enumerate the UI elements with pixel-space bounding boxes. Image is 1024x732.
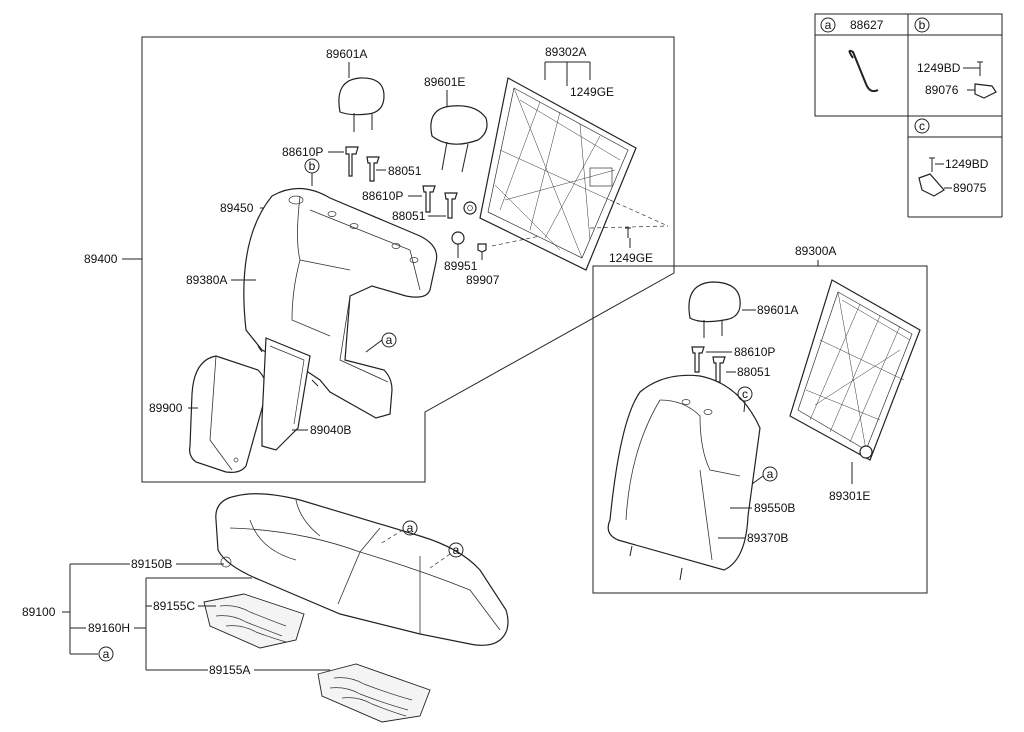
legend-b-1249BD: 1249BD [917, 61, 961, 75]
legend-callout-c: c [919, 119, 925, 133]
label-1249GE-top: 1249GE [570, 85, 614, 99]
label-88051-3: 88051 [737, 365, 771, 379]
label-89907: 89907 [466, 273, 500, 287]
headrest-89601E: 89601E [424, 75, 488, 173]
callout-a-right: a [767, 467, 774, 481]
label-88051-2: 88051 [392, 209, 426, 223]
seat-mat-89155C [203, 593, 305, 649]
headrest-89601A-right: 89601A [688, 281, 798, 338]
back-frame-89302A: 89302A 1249GE 1249GE [463, 45, 669, 271]
bolt-c-icon [929, 157, 935, 172]
label-89370B: 89370B [747, 531, 788, 545]
right-back-assembly-frame: 89300A [592, 244, 928, 594]
legend-c-1249BD: 1249BD [945, 157, 989, 171]
legend-a-code: 88627 [850, 18, 884, 32]
wire-clip-icon [848, 49, 879, 93]
right-back-frame-89301E: 89301E [789, 279, 921, 503]
label-1249GE-bottom: 1249GE [609, 251, 653, 265]
legend-b-89076: 89076 [925, 83, 959, 97]
label-89100: 89100 [22, 605, 56, 619]
headrest-89601A-top: 89601A [326, 47, 385, 132]
seat-mat-89155A [317, 663, 431, 723]
bolt-icon [977, 61, 983, 76]
guide-set-mid: 88610P 88051 [362, 185, 458, 223]
guide-set-right: 88610P 88051 [691, 345, 775, 383]
label-89601A-top: 89601A [326, 47, 367, 61]
seat-cushion-89100: a a [215, 493, 509, 646]
armrest-bracket-89040B: 89040B [257, 337, 351, 451]
legend-table: a 88627 b c 1249BD 89076 1249BD 89075 [814, 13, 1003, 218]
callout-a-seat-1: a [407, 521, 414, 535]
armrest-89900: 89900 [149, 355, 267, 473]
callout-c-right: c [742, 387, 748, 401]
label-89601E: 89601E [424, 75, 465, 89]
label-88610P-2: 88610P [362, 189, 403, 203]
bracket-89076-icon [974, 83, 997, 99]
label-89160H: 89160H [88, 621, 130, 635]
label-89951: 89951 [444, 259, 478, 273]
label-89400: 89400 [84, 252, 118, 266]
label-89300A: 89300A [795, 244, 836, 258]
legend-callout-a: a [825, 18, 832, 32]
label-89550B: 89550B [754, 501, 795, 515]
label-89380A: 89380A [186, 273, 227, 287]
label-89155A: 89155A [209, 663, 250, 677]
callout-a-circle [820, 17, 836, 33]
grommet-and-bolt: 89951 89907 [444, 231, 541, 287]
callout-a-seat-left: a [103, 647, 110, 661]
label-88051-1: 88051 [388, 164, 422, 178]
label-89900: 89900 [149, 401, 183, 415]
legend-callout-b: b [919, 18, 926, 32]
right-back-cover-89370B: c a 89550B 89370B [607, 374, 795, 581]
bracket-89075-icon [918, 173, 945, 197]
rear-back-assembly-frame: 89400 [84, 36, 675, 483]
label-89601A-right: 89601A [757, 303, 798, 317]
label-89150B: 89150B [131, 557, 172, 571]
legend-c-89075: 89075 [953, 181, 987, 195]
label-89301E: 89301E [829, 489, 870, 503]
label-89450: 89450 [220, 201, 254, 215]
label-89155C: 89155C [153, 599, 195, 613]
label-88610P-3: 88610P [734, 345, 775, 359]
guide-set-left: 88610P 88051 [282, 145, 422, 182]
callout-a-seat-2: a [453, 543, 460, 557]
callout-b-back: b [309, 159, 316, 173]
label-88610P-1: 88610P [282, 145, 323, 159]
label-89302A: 89302A [545, 45, 586, 59]
callout-a-back: a [386, 333, 393, 347]
seat-callouts: 89150B 89100 89160H 89155C 89155A a [22, 557, 330, 677]
label-89040B: 89040B [310, 423, 351, 437]
